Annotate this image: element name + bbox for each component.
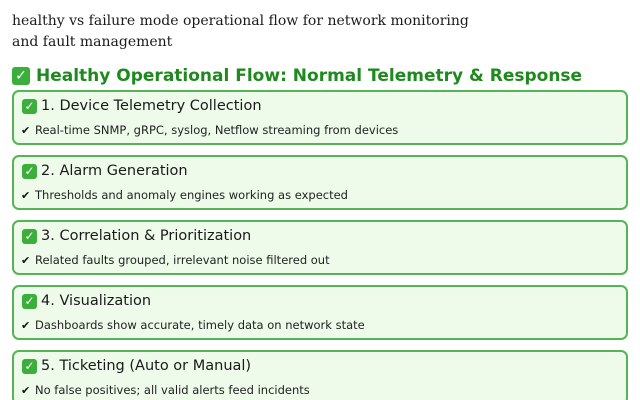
section-heading: ✓ Healthy Operational Flow: Normal Telem… [12,66,582,86]
section-heading-text: Healthy Operational Flow: Normal Telemet… [36,66,583,86]
step-title: ✓ 4. Visualization [22,293,151,309]
check-mark-icon: ✔ [21,318,31,332]
check-mark-button-icon: ✓ [22,358,37,374]
check-mark-button-icon: ✓ [22,98,37,114]
check-mark-button-icon: ✓ [22,163,37,179]
check-mark-icon: ✔ [21,188,31,202]
step-description: ✔ Real-time SNMP, gRPC, syslog, Netflow … [21,123,398,137]
flow-step-2: ✓ 2. Alarm Generation ✔ Thresholds and a… [12,155,628,210]
step-description-text: Related faults grouped, irrelevant noise… [35,253,330,267]
step-description: ✔ No false positives; all valid alerts f… [21,383,310,397]
step-title-text: 1. Device Telemetry Collection [41,98,262,114]
check-mark-icon: ✔ [21,383,31,397]
check-mark-button-icon: ✓ [12,67,30,85]
step-title-text: 2. Alarm Generation [41,163,188,179]
step-title: ✓ 2. Alarm Generation [22,163,188,179]
step-title: ✓ 3. Correlation & Prioritization [22,228,251,244]
flow-step-1: ✓ 1. Device Telemetry Collection ✔ Real-… [12,90,628,145]
step-description: ✔ Related faults grouped, irrelevant noi… [21,253,330,267]
step-description-text: Thresholds and anomaly engines working a… [35,188,348,202]
step-description: ✔ Dashboards show accurate, timely data … [21,318,365,332]
flow-step-4: ✓ 4. Visualization ✔ Dashboards show acc… [12,285,628,340]
step-description: ✔ Thresholds and anomaly engines working… [21,188,348,202]
step-title-text: 4. Visualization [41,293,152,309]
check-mark-icon: ✔ [21,253,31,267]
step-title: ✓ 1. Device Telemetry Collection [22,98,262,114]
step-title: ✓ 5. Ticketing (Auto or Manual) [22,358,251,374]
step-description-text: Dashboards show accurate, timely data on… [35,318,365,332]
step-description-text: Real-time SNMP, gRPC, syslog, Netflow st… [35,123,399,137]
step-description-text: No false positives; all valid alerts fee… [35,383,310,397]
check-mark-button-icon: ✓ [22,293,37,309]
diagram-caption: healthy vs failure mode operational flow… [12,13,469,50]
flow-step-5: ✓ 5. Ticketing (Auto or Manual) ✔ No fal… [12,350,628,400]
check-mark-icon: ✔ [21,123,31,137]
step-title-text: 3. Correlation & Prioritization [41,228,252,244]
flow-step-3: ✓ 3. Correlation & Prioritization ✔ Rela… [12,220,628,275]
step-title-text: 5. Ticketing (Auto or Manual) [41,358,252,374]
check-mark-button-icon: ✓ [22,228,37,244]
